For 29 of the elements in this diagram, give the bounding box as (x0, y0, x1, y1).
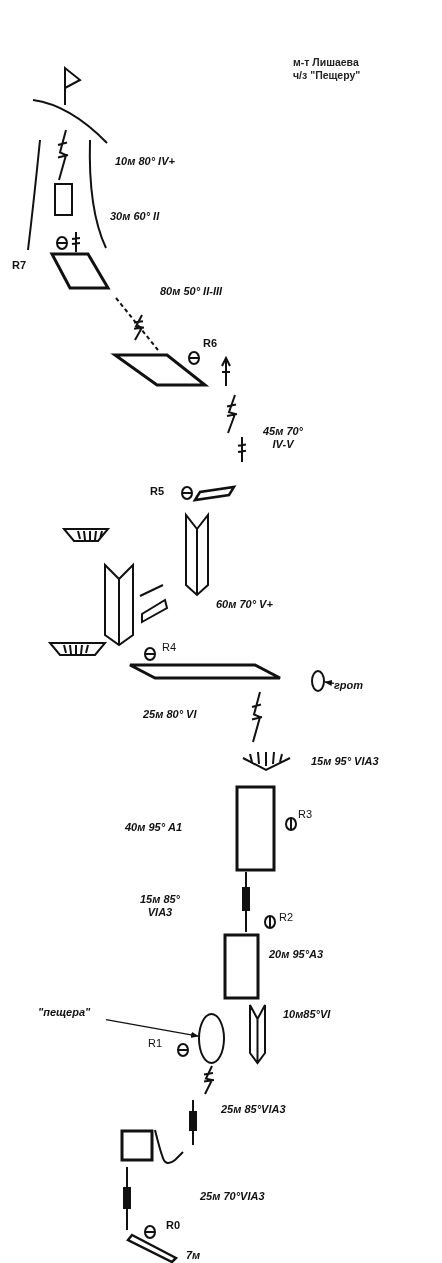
leader-arrow (324, 679, 335, 687)
belay-label: R6 (203, 337, 218, 350)
pitch-label: 25м 80° VI (143, 708, 197, 721)
pitch-label: 45м 70° IV-V (261, 425, 305, 451)
pitch-label: 40м 95° A1 (125, 821, 183, 834)
pitch-label: 15м 85° VIA3 (138, 893, 182, 919)
pitch-label: 25м 85°VIA3 (221, 1103, 286, 1116)
oval-symbol (198, 1013, 225, 1064)
belay-label: R0 (166, 1219, 181, 1232)
pitch-label: 10м 80° IV+ (115, 155, 175, 168)
pitch-label: 20м 95°А3 (269, 948, 324, 961)
pitch-label: 30м 60° II (110, 210, 160, 223)
belay-label: R1 (148, 1037, 163, 1050)
belay-label: R4 (162, 641, 177, 654)
oval-symbol (311, 670, 325, 692)
feature-label: грот (334, 679, 365, 692)
belay-label: R5 (150, 485, 165, 498)
leader-arrow (105, 1018, 199, 1038)
route-title: м-т Лишаева ч/з "Пещеру" (293, 56, 362, 82)
belay-label: R2 (279, 911, 294, 924)
pitch-label: 60м 70° V+ (216, 598, 273, 611)
pitch-label: 15м 95° VIA3 (311, 755, 379, 768)
belay-label: R7 (12, 259, 27, 272)
feature-label: "пещера" (38, 1006, 92, 1019)
belay-label: R3 (298, 808, 313, 821)
pitch-label: 10м85°VI (283, 1008, 331, 1021)
pitch-label: 7м (186, 1249, 201, 1262)
pitch-label: 80м 50° II-III (160, 285, 223, 298)
pitch-label: 25м 70°VIA3 (200, 1190, 265, 1203)
